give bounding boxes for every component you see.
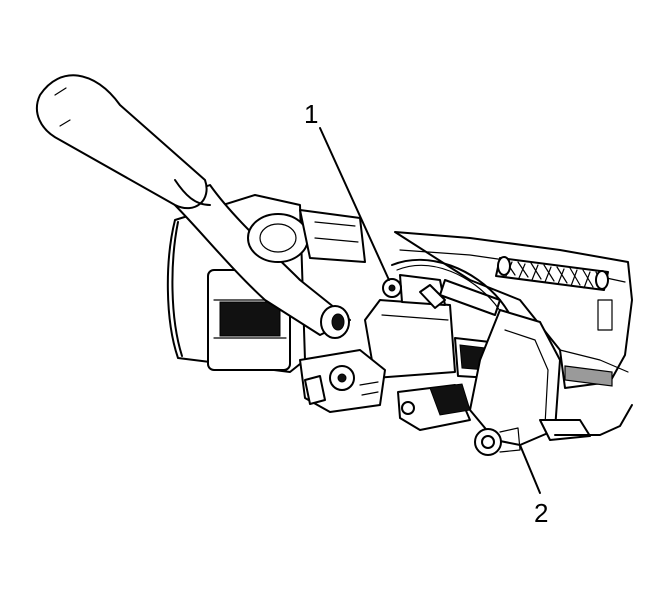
bracket-bolt (474, 427, 521, 456)
multifunction-lever (35, 74, 351, 339)
lock-ring (247, 209, 366, 263)
callout-label-2: 2 (534, 498, 549, 528)
mounting-bracket (397, 309, 633, 446)
callout-2-leader (519, 444, 541, 494)
callout-1-leader (319, 127, 390, 281)
tilt-spring (495, 256, 609, 291)
lower-mechanism (299, 349, 386, 413)
callout-label-1: 1 (304, 99, 319, 129)
